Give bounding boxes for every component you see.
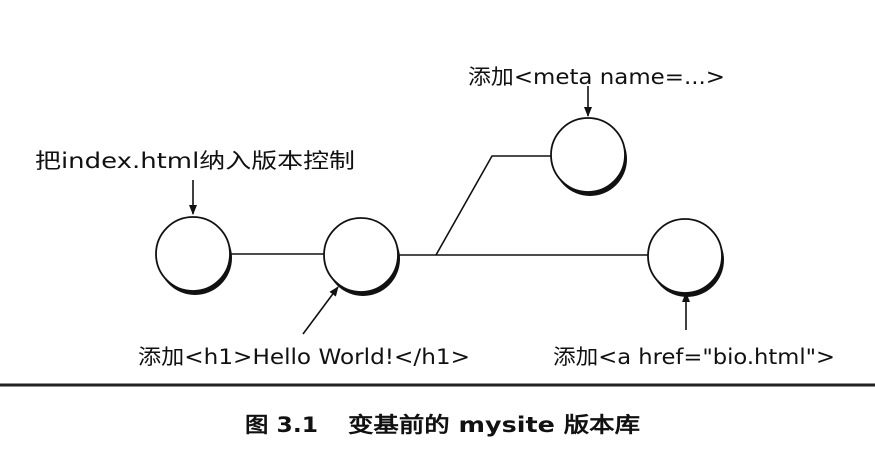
node-circle — [550, 117, 626, 193]
arrow-commit2 — [302, 286, 339, 335]
commit3-label: 添加<meta name=...> — [468, 65, 725, 89]
commit-node-2 — [323, 217, 400, 296]
commit-node-4 — [647, 218, 724, 297]
figure-title: 变基前的 mysite 版本库 — [348, 413, 640, 437]
commit2-label: 添加<h1>Hello World!</h1> — [138, 345, 470, 369]
commit1-label: 把index.html纳入版本控制 — [35, 149, 355, 173]
node-circle — [323, 217, 399, 293]
commit-node-3 — [550, 117, 627, 196]
node-circle — [647, 218, 723, 294]
commit-node-1 — [155, 216, 232, 295]
node-circle — [155, 216, 231, 292]
commit4-label: 添加<a href="bio.html"> — [553, 345, 835, 369]
figure-number: 图 3.1 — [245, 413, 318, 437]
edge-branch-commit3 — [435, 155, 551, 256]
